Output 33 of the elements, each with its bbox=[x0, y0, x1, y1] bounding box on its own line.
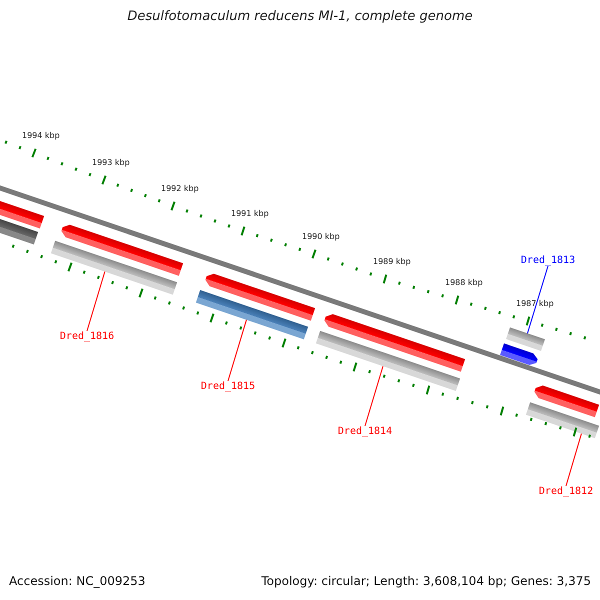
scale-label: 1987 kbp bbox=[516, 299, 554, 308]
scale-label: 1988 kbp bbox=[445, 278, 483, 287]
gene-bar bbox=[506, 327, 545, 351]
gene-feature bbox=[205, 274, 316, 321]
leader-line bbox=[364, 366, 384, 426]
gene-label: Dred_1813 bbox=[520, 255, 576, 266]
gene-feature bbox=[324, 314, 466, 372]
scale-label: 1989 kbp bbox=[373, 257, 411, 266]
gene-label: Dred_1816 bbox=[60, 331, 114, 342]
gene-bar bbox=[526, 402, 600, 438]
scale-label: 1993 kbp bbox=[92, 158, 130, 167]
scale-label: 1990 kbp bbox=[302, 232, 340, 241]
gene-label: Dred_1815 bbox=[200, 381, 256, 392]
gene-feature bbox=[534, 386, 600, 418]
scale-label: 1994 kbp bbox=[22, 131, 60, 140]
leader-line bbox=[566, 433, 582, 486]
gene-bar bbox=[316, 330, 460, 391]
leader-line bbox=[228, 319, 247, 382]
genome-summary-text: Topology: circular; Length: 3,608,104 bp; Genes: 3,375 bbox=[261, 574, 591, 588]
scale-label: 1992 kbp bbox=[161, 184, 199, 193]
leader-line bbox=[526, 266, 548, 334]
gene-label: Dred_1814 bbox=[338, 426, 392, 437]
page-title: Desulfotomaculum reducens MI-1, complete genome bbox=[126, 9, 474, 24]
gene-bar bbox=[50, 240, 178, 295]
accession-text: Accession: NC_009253 bbox=[9, 574, 146, 588]
gene-label: Dred_1812 bbox=[538, 486, 594, 497]
scale-label: 1991 kbp bbox=[231, 209, 269, 218]
gene-feature bbox=[500, 343, 538, 365]
gene-bar bbox=[0, 216, 38, 245]
gene-bar bbox=[196, 290, 308, 340]
gene-feature bbox=[0, 200, 44, 229]
leader-line bbox=[86, 271, 106, 332]
gene-feature bbox=[61, 224, 184, 276]
